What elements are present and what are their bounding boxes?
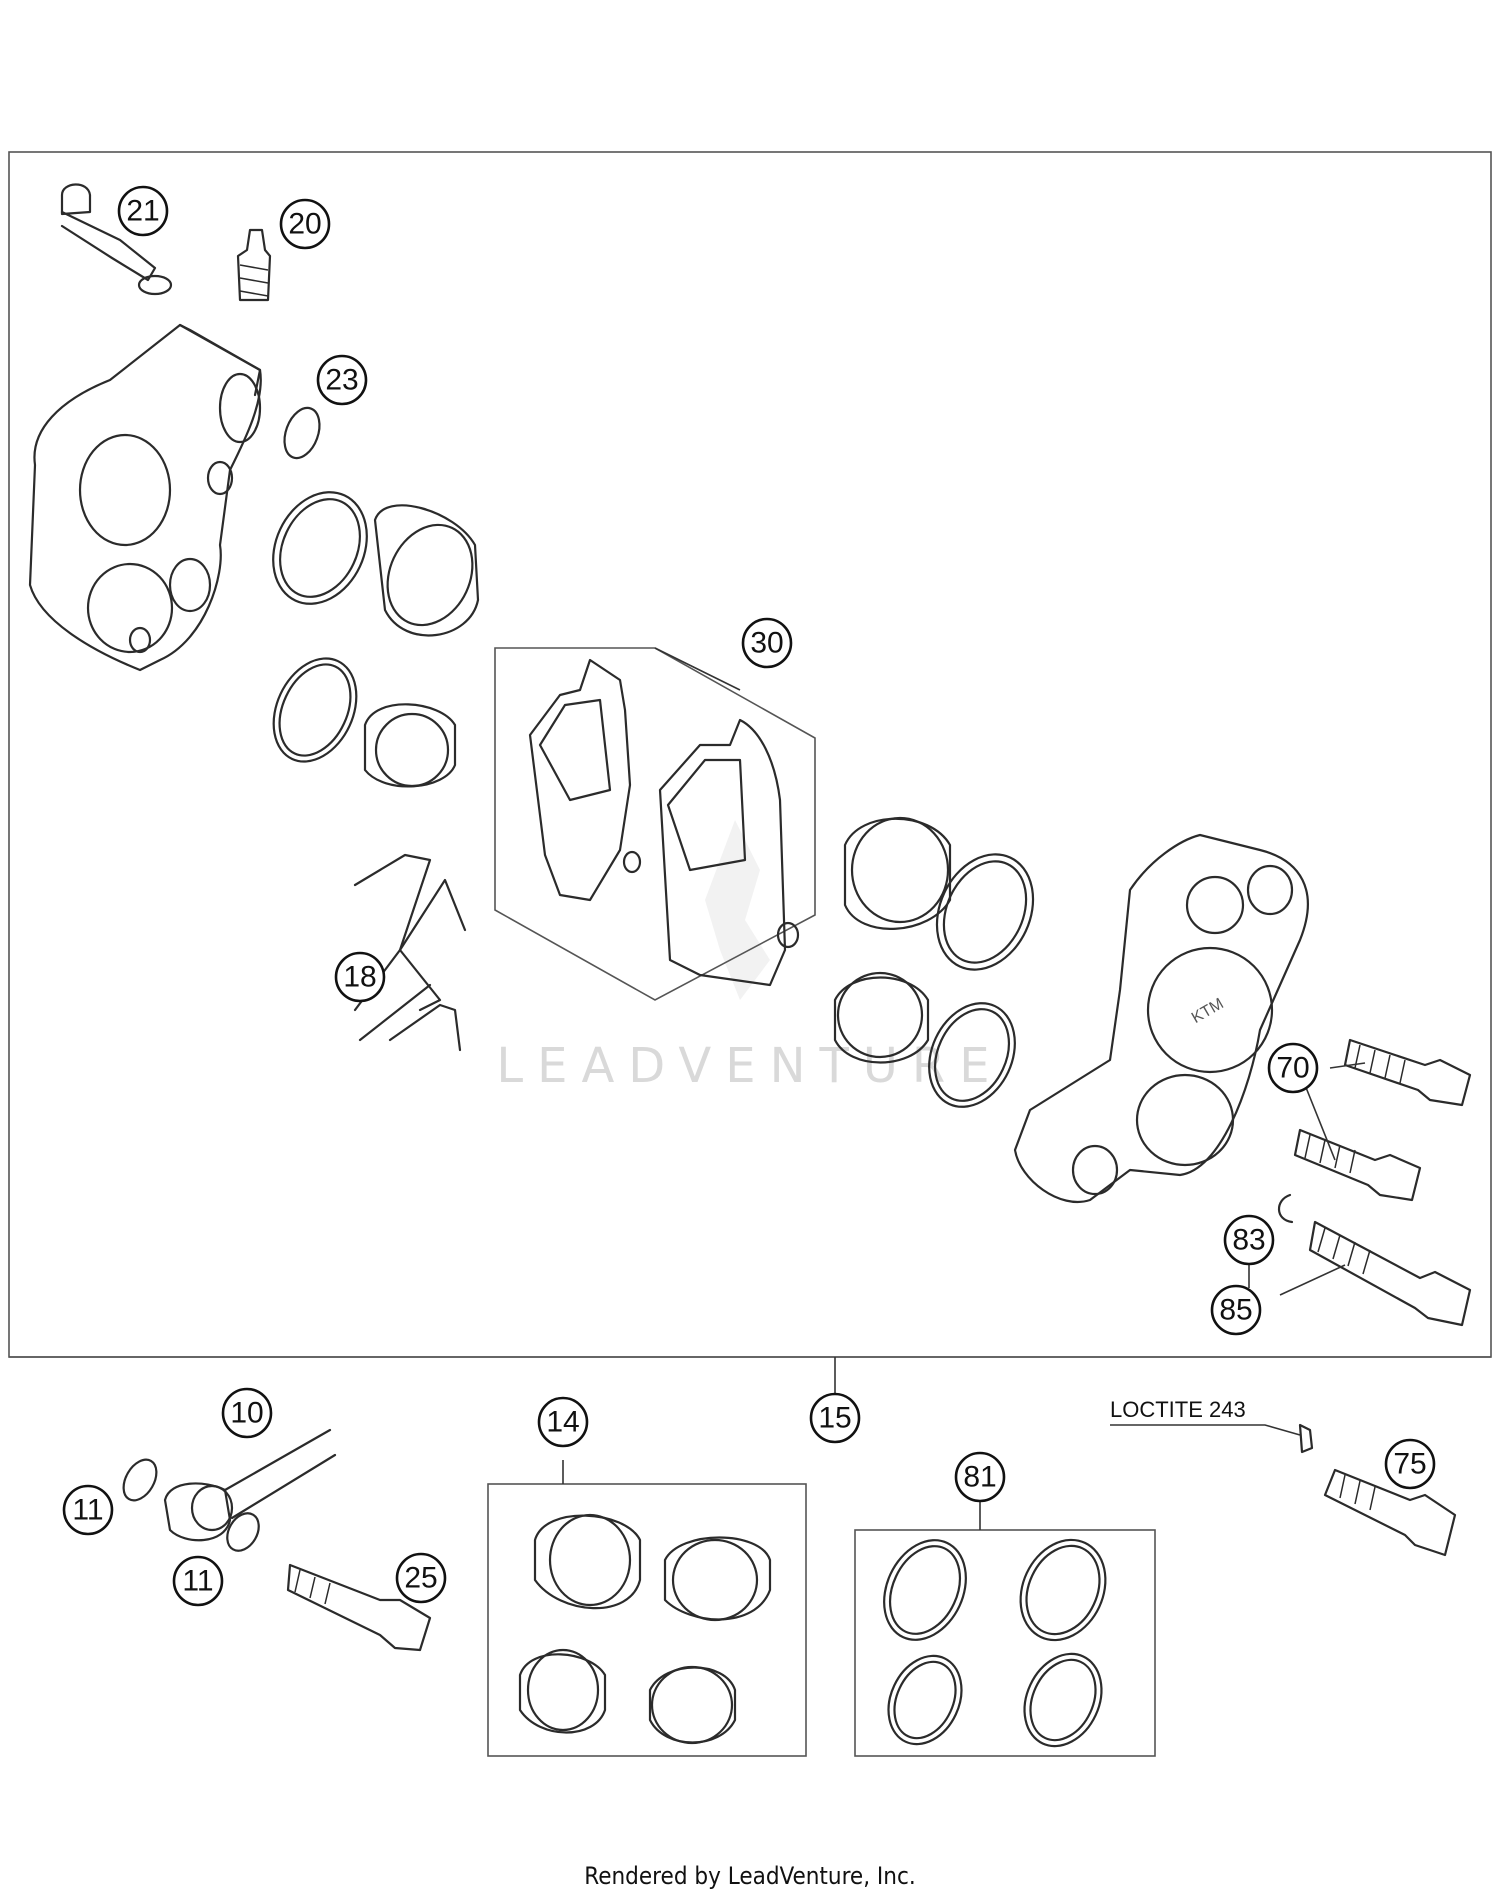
callout-83: 83 — [1223, 1214, 1275, 1266]
loctite-label: LOCTITE 243 — [1110, 1397, 1246, 1422]
svg-text:10: 10 — [230, 1397, 263, 1430]
leader-70b — [1304, 1084, 1336, 1161]
callout-14: 14 — [537, 1396, 589, 1448]
svg-text:20: 20 — [288, 208, 321, 241]
leader-70a — [1329, 1062, 1366, 1069]
callout-81: 81 — [954, 1451, 1006, 1503]
svg-text:23: 23 — [325, 364, 358, 397]
right-seals-pistons-part — [833, 816, 1035, 1108]
callout-11-bottom: 11 — [172, 1555, 224, 1607]
washer-11-part — [226, 1512, 260, 1552]
left-caliper-half-part — [28, 323, 262, 672]
leader-85 — [1279, 1264, 1346, 1296]
svg-text:70: 70 — [1276, 1052, 1309, 1085]
callout-23: 23 — [316, 354, 368, 406]
callout-85: 85 — [1210, 1284, 1262, 1336]
bleeder-screw-part — [236, 228, 272, 302]
mounting-bolts-70-part — [1293, 1038, 1472, 1202]
right-caliper-half-part: KTM — [1013, 833, 1309, 1203]
callout-25: 25 — [395, 1552, 447, 1604]
brake-pads-part — [494, 647, 816, 1001]
callout-20: 20 — [279, 198, 331, 250]
banjo-bolt-25-part — [286, 1563, 432, 1652]
callout-18: 18 — [334, 951, 386, 1003]
callout-15: 15 — [809, 1392, 861, 1444]
callout-11-left: 11 — [62, 1484, 114, 1536]
pad-spring-part — [353, 853, 467, 1052]
svg-text:30: 30 — [750, 627, 783, 660]
left-seals-pistons-part — [272, 491, 480, 788]
washer-83-and-bolt-85-part — [1277, 1193, 1472, 1327]
caliper-assembly-frame — [8, 151, 1492, 1358]
ktm-marking: KTM — [1189, 995, 1227, 1027]
seal-kit-81-part — [854, 1502, 1156, 1757]
piston-kit-14-part — [487, 1460, 807, 1757]
bleeder-cap-part — [60, 183, 173, 296]
watermark-text: LEADVENTURE — [496, 1038, 1003, 1094]
svg-text:11: 11 — [182, 1565, 213, 1598]
svg-text:11: 11 — [72, 1494, 103, 1527]
svg-text:15: 15 — [818, 1402, 851, 1435]
svg-text:83: 83 — [1232, 1224, 1265, 1257]
svg-text:21: 21 — [126, 195, 159, 228]
svg-text:18: 18 — [343, 961, 376, 994]
o-ring-23-part — [283, 406, 321, 460]
rendered-by-footer: Rendered by LeadVenture, Inc. — [584, 1862, 916, 1890]
loctite-leader — [1110, 1424, 1301, 1436]
screw-75-part — [1298, 1423, 1457, 1557]
callout-75: 75 — [1384, 1438, 1436, 1490]
callout-21: 21 — [117, 185, 169, 237]
callout-30: 30 — [741, 617, 793, 669]
svg-text:25: 25 — [404, 1562, 437, 1595]
svg-text:14: 14 — [546, 1406, 579, 1439]
callout-70: 70 — [1267, 1042, 1319, 1094]
watermark-logo — [705, 820, 770, 1000]
banjo-fitting-10-part — [122, 1428, 337, 1542]
svg-text:75: 75 — [1393, 1448, 1426, 1481]
svg-text:81: 81 — [963, 1461, 996, 1494]
callout-10: 10 — [221, 1387, 273, 1439]
svg-text:85: 85 — [1219, 1294, 1252, 1327]
